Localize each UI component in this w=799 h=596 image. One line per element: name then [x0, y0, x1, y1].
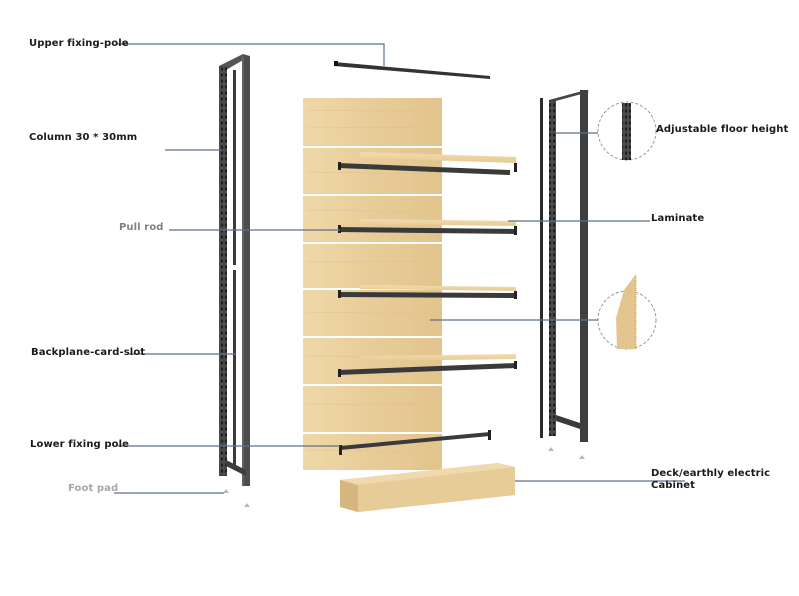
- label-laminate: Laminate: [651, 213, 705, 224]
- shelf-4: [338, 354, 517, 377]
- upper-fixing-pole: [334, 61, 490, 79]
- leader-lines: [114, 43, 685, 494]
- detail-circle-column-holes: [597, 101, 657, 161]
- label-pull-rod: Pull rod: [119, 222, 164, 233]
- detail-circle-laminate-edge: [597, 274, 657, 350]
- label-upper-fixing-pole: Upper fixing-pole: [29, 38, 129, 49]
- label-column: Column 30 * 30mm: [29, 132, 138, 143]
- label-lower-fixing-pole: Lower fixing pole: [30, 439, 130, 450]
- label-backplane-card-slot: Backplane-card-slot: [31, 347, 146, 358]
- shelf-2: [338, 219, 517, 235]
- right-column-frame: [540, 90, 589, 459]
- label-deck-line1: Deck/earthly electric: [651, 468, 771, 479]
- label-deck-line2: Cabinet: [651, 480, 696, 491]
- left-column-frame: [219, 54, 250, 507]
- shelf-3: [338, 285, 517, 299]
- foot-pad-icon: [223, 489, 229, 493]
- label-adjustable-floor-height: Adjustable floor height: [656, 124, 789, 135]
- label-foot-pad: Foot pad: [68, 483, 119, 494]
- backplane-panels: [303, 98, 442, 470]
- shelf-1: [338, 152, 517, 175]
- lower-fixing-pole: [339, 430, 491, 455]
- base-cabinet: [340, 463, 515, 512]
